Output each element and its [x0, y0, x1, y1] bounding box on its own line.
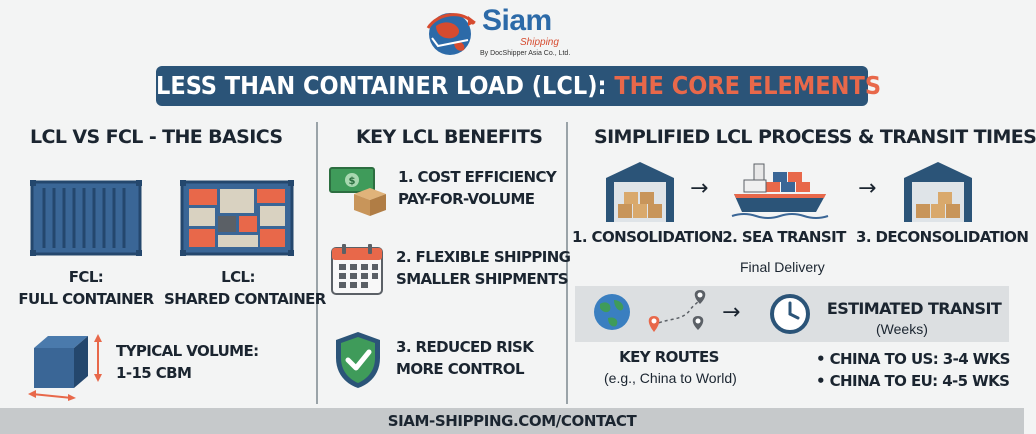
shield-check-icon: [336, 332, 380, 388]
brand-by: By DocShipper Asia Co., Ltd.: [480, 50, 571, 57]
benefit-3-sub: MORE CONTROL: [396, 360, 525, 378]
process-step-1: 1. CONSOLIDATION: [572, 228, 723, 246]
footer-contact-link[interactable]: SIAM-SHIPPING.COM/CONTACT: [0, 408, 1024, 434]
final-delivery: Final Delivery: [740, 259, 825, 275]
benefits-heading: KEY LCL BENEFITS: [356, 126, 543, 148]
clock-icon: [770, 294, 810, 334]
arrow-right-icon: →: [690, 176, 709, 201]
fcl-label: FCL: FULL CONTAINER: [12, 266, 160, 310]
brand-name: Siam: [482, 4, 552, 37]
volume-label: TYPICAL VOLUME: 1-15 CBM: [116, 340, 259, 384]
transit-item: • CHINA TO US: 3-4 WKS: [816, 350, 1010, 368]
fcl-label-line2: FULL CONTAINER: [18, 290, 154, 308]
transit-label: ESTIMATED TRANSIT: [826, 299, 1002, 318]
benefit-1-sub: PAY-FOR-VOLUME: [398, 190, 535, 208]
routes-label: KEY ROUTES: [619, 348, 719, 366]
title-accent: THE CORE ELEMENTS: [614, 71, 882, 100]
fcl-label-line1: FCL:: [68, 268, 104, 286]
full-container-icon: [30, 180, 142, 256]
benefit-item-2: 2. FLEXIBLE SHIPPING SMALLER SHIPMENTS: [396, 246, 571, 290]
benefit-3-title: 3. REDUCED RISK: [396, 338, 534, 356]
bullet-icon: •: [816, 372, 830, 390]
route-pins-icon: [648, 290, 706, 332]
benefit-2-title: 2. FLEXIBLE SHIPPING: [396, 248, 571, 266]
lcl-label: LCL: SHARED CONTAINER: [164, 266, 326, 310]
warehouse-icon: [606, 162, 674, 222]
column-divider: [316, 122, 318, 404]
process-step-3: 3. DECONSOLIDATION: [856, 228, 1029, 246]
basics-heading: LCL VS FCL - THE BASICS: [30, 126, 283, 148]
column-divider: [566, 122, 568, 404]
title-banner: LESS THAN CONTAINER LOAD (LCL): THE CORE…: [156, 66, 881, 106]
arrow-right-icon: →: [858, 176, 877, 201]
routes-sub: (e.g., China to World): [604, 370, 737, 386]
globe-logo-icon: [426, 13, 476, 55]
title-main: LESS THAN CONTAINER LOAD (LCL):: [156, 71, 615, 100]
warehouse-icon: [904, 162, 972, 222]
benefit-1-title: 1. COST EFFICIENCY: [398, 168, 557, 186]
benefit-item-1: 1. COST EFFICIENCY PAY-FOR-VOLUME: [398, 166, 557, 210]
volume-cube-icon: [28, 334, 102, 401]
globe-icon: [594, 294, 630, 330]
transit-list: • CHINA TO US: 3-4 WKS • CHINA TO EU: 4-…: [816, 348, 1010, 392]
cargo-ship-icon: [731, 163, 829, 219]
process-step-2: 2. SEA TRANSIT: [722, 228, 846, 246]
shared-container-icon: [180, 180, 294, 256]
volume-label-line1: TYPICAL VOLUME:: [116, 342, 259, 360]
benefit-2-sub: SMALLER SHIPMENTS: [396, 270, 569, 288]
process-heading: SIMPLIFIED LCL PROCESS & TRANSIT TIMES: [594, 126, 1036, 148]
bullet-icon: •: [816, 350, 830, 368]
lcl-label-line1: LCL:: [221, 268, 255, 286]
transit-sub: (Weeks): [876, 321, 928, 337]
transit-item: • CHINA TO EU: 4-5 WKS: [816, 372, 1010, 390]
arrow-right-icon: →: [722, 300, 741, 325]
brand-sub: Shipping: [520, 37, 559, 48]
calendar-icon: [331, 244, 383, 295]
svg-text:$: $: [349, 176, 356, 187]
benefit-item-3: 3. REDUCED RISK MORE CONTROL: [396, 336, 534, 380]
lcl-label-line2: SHARED CONTAINER: [164, 290, 326, 308]
money-box-icon: $: [329, 167, 386, 216]
volume-label-line2: 1-15 CBM: [116, 364, 192, 382]
brand-logo: Siam Shipping By DocShipper Asia Co., Lt…: [424, 4, 604, 62]
